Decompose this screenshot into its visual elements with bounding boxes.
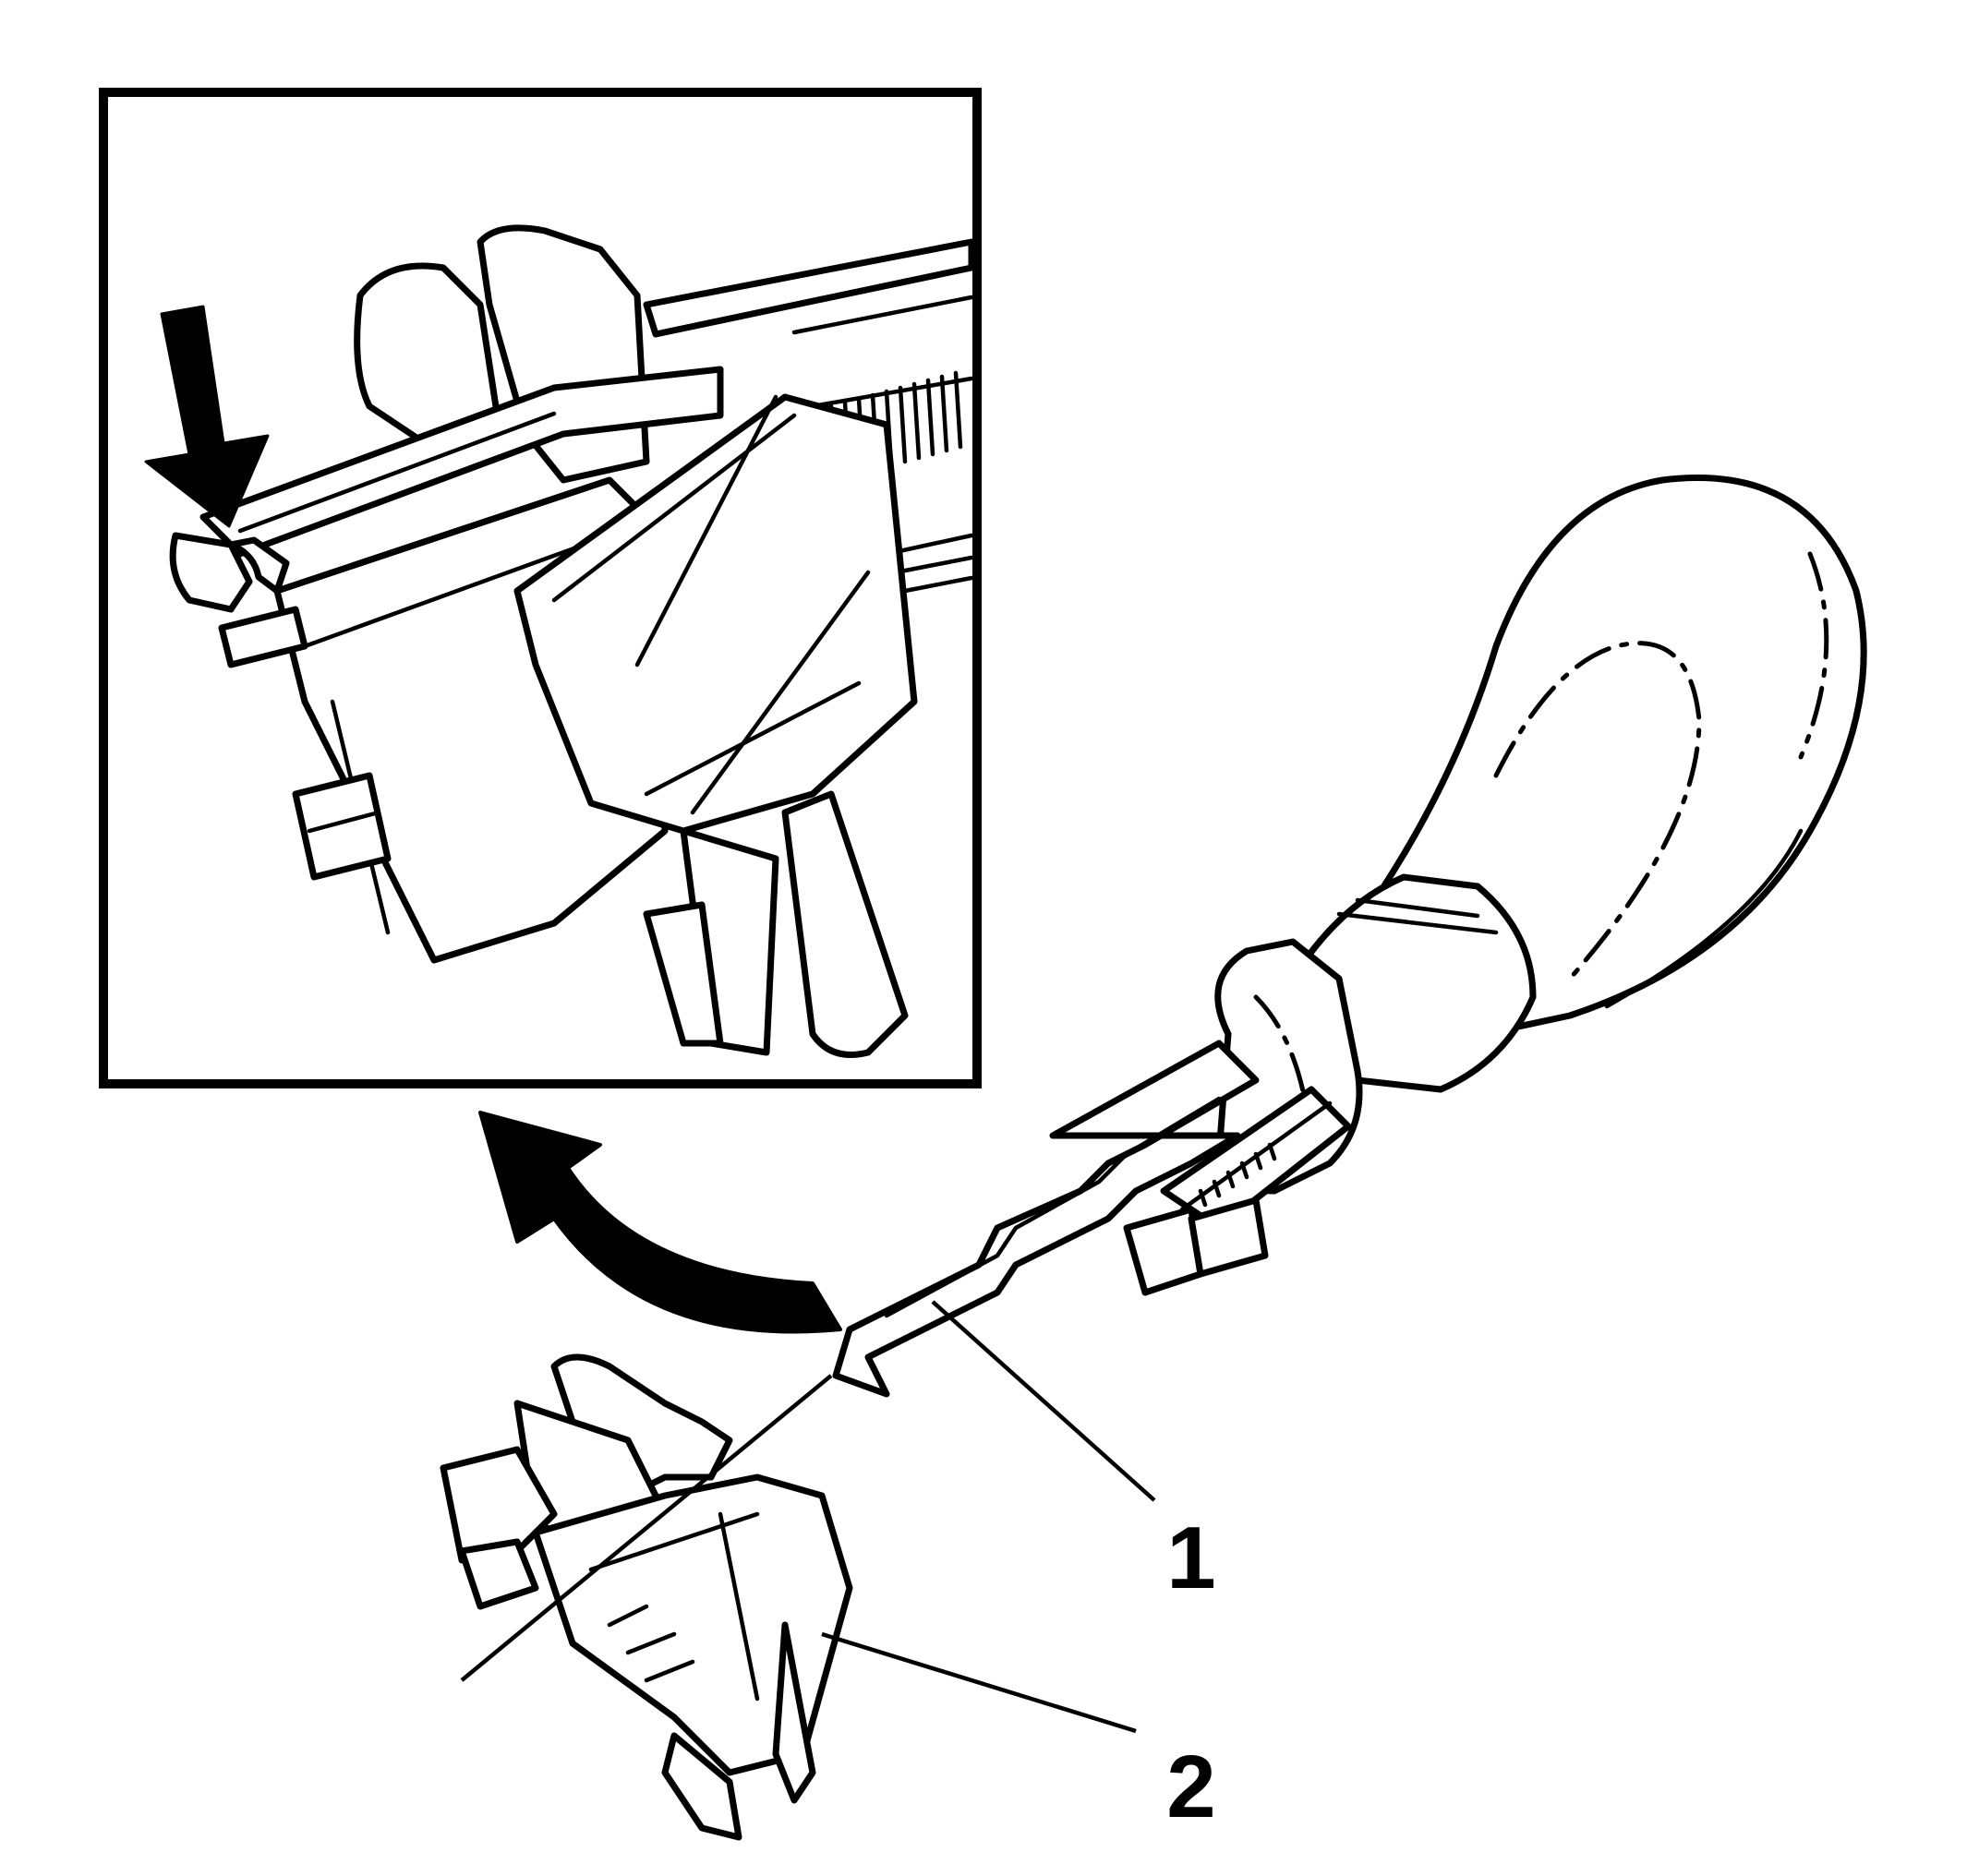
callout-1-label: 1 <box>1166 1509 1215 1607</box>
detail-inset <box>99 88 982 1088</box>
inset-connector-drawing <box>169 224 975 1058</box>
callout-2-label: 2 <box>1166 1738 1215 1836</box>
detached-connector <box>440 1353 853 1841</box>
callout-1-leader <box>931 1300 1156 1502</box>
callout-2-leader <box>821 1631 1137 1734</box>
alignment-line <box>460 1374 833 1682</box>
curved-arrow <box>478 1111 842 1334</box>
callout-2: 2 <box>821 1631 1216 1836</box>
push-arrow <box>144 305 270 528</box>
wiring-assembly <box>832 475 1867 1398</box>
callout-1: 1 <box>931 1300 1216 1607</box>
